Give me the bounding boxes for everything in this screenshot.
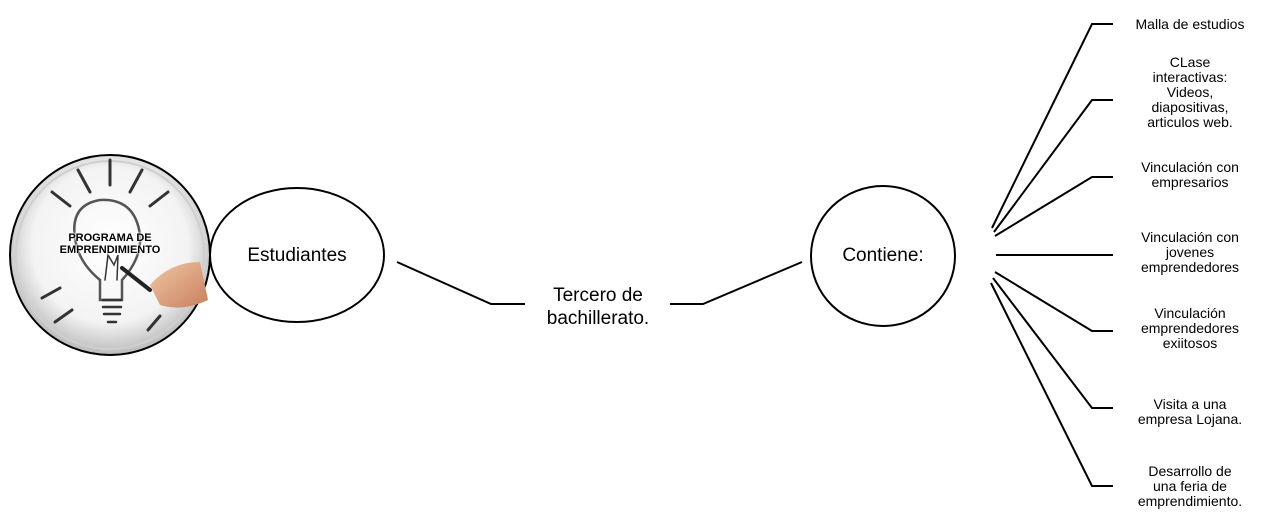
- lightbulb-icon: [40, 158, 170, 332]
- branch-connectors: [990, 23, 1113, 487]
- logo-badge: [9, 154, 211, 356]
- branch-clases: CLase interactivas: Videos, diapositivas…: [1147, 54, 1233, 130]
- estudiantes-ellipse: [209, 187, 385, 323]
- branch-visita: Visita a una empresa Lojana.: [1137, 396, 1243, 427]
- branch-empresarios: Vinculación con empresarios: [1141, 159, 1239, 190]
- tercero-label: Tercero de bachillerato.: [546, 285, 650, 329]
- branch-feria: Desarrollo de una feria de emprendimient…: [1137, 463, 1243, 509]
- branch-malla: Malla de estudios: [1135, 16, 1245, 32]
- branch-jovenes: Vinculación con jovenes emprendedores: [1140, 229, 1240, 275]
- logo-title: PROGRAMA DE EMPRENDIMIENTO: [30, 232, 190, 256]
- branch-exitosos: Vinculación emprendedores exiitosos: [1140, 305, 1240, 351]
- logo-title-line2: EMPRENDIMIENTO: [59, 244, 161, 256]
- logo-title-line1: PROGRAMA DE: [68, 232, 152, 244]
- contiene-label: Contiene:: [842, 245, 924, 266]
- hand-with-pen: [120, 262, 208, 308]
- estudiantes-label: Estudiantes: [247, 245, 347, 266]
- main-connectors: [396, 261, 803, 305]
- contiene-ellipse: [810, 185, 956, 327]
